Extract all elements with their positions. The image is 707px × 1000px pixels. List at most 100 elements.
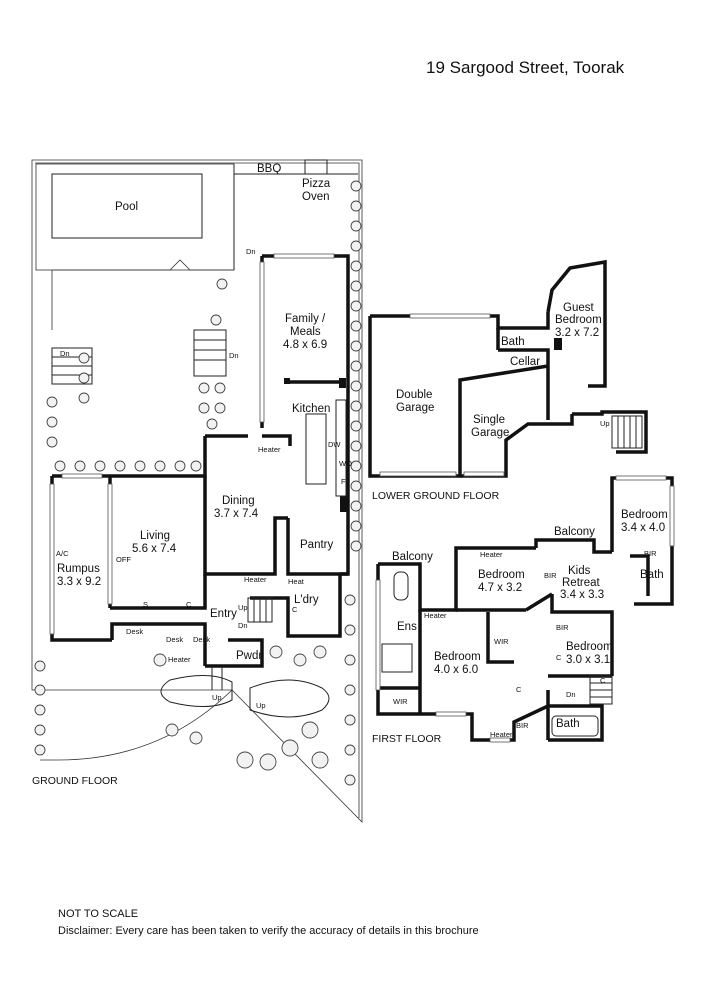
ff-south-wall (432, 704, 604, 742)
rumpus-west-wall (50, 476, 112, 642)
dining-wall (203, 476, 288, 576)
kids-retreat-label-2: Retreat (562, 577, 601, 589)
family-north-window (273, 253, 335, 259)
column-3 (340, 496, 347, 512)
bedroom3-north-window (615, 475, 667, 481)
cellar-label: Cellar (510, 356, 540, 368)
s-label-1: S (143, 600, 148, 609)
first-floor-label: FIRST FLOOR (372, 733, 442, 745)
garden-path-right (249, 679, 330, 718)
bedroom2-label: Bedroom (478, 569, 525, 581)
kids-north-wall (534, 538, 612, 554)
pool (51, 173, 203, 239)
wo-label: WO (339, 459, 352, 468)
ac-label: A/C (56, 549, 69, 558)
shower-ensuite (381, 643, 413, 673)
bath-upper-label: Bath (640, 569, 664, 581)
bedroom4-label: Bedroom (566, 641, 613, 653)
kitchen-island (305, 413, 327, 485)
guest-wall (546, 259, 607, 388)
ensuite-bath-wall (630, 554, 650, 596)
dn-label-2: Dn (229, 351, 239, 360)
heater-label-2: Heater (244, 575, 267, 584)
pool-label: Pool (115, 201, 138, 213)
entry-path (211, 666, 223, 690)
bedroom4-wall (550, 594, 614, 676)
pool-surround (35, 163, 235, 271)
f-label: F (341, 477, 346, 486)
garden-path-left (160, 674, 233, 708)
desk-wall (110, 622, 207, 666)
site-boundary-inner (35, 162, 360, 818)
ground-floor-plan (31, 159, 363, 823)
kitchen-label: Kitchen (292, 403, 330, 415)
bir-label-2: BIR (544, 571, 557, 580)
pantry-wall (286, 518, 348, 576)
dn-label-ff: Dn (566, 690, 576, 699)
bedroom2-south-wall (456, 592, 553, 612)
double-garage-label-2: Garage (396, 402, 434, 414)
family-label-1: Family / (285, 313, 326, 325)
ensuite-west-wall (376, 564, 432, 716)
living-dim: 5.6 x 7.4 (132, 543, 177, 555)
single-garage-label-1: Single (473, 414, 505, 426)
desk-label-3: Desk (193, 635, 210, 644)
bedroom1-dim: 4.0 x 6.0 (434, 664, 478, 676)
entry-stairs (247, 597, 273, 623)
rumpus-dim: 3.3 x 9.2 (57, 576, 101, 588)
wir-1-label: WIR (393, 697, 408, 706)
heat-label: Heat (288, 577, 305, 586)
heater-label-ff-3: Heater (490, 730, 513, 739)
property-address: 19 Sargood Street, Toorak (426, 58, 625, 77)
pizza-oven-label-2: Oven (302, 191, 330, 203)
heater-label-3: Heater (168, 655, 191, 664)
dn-label-4: Dn (238, 621, 248, 630)
rumpus-north-window (61, 473, 103, 479)
off-label: OFF (116, 555, 131, 564)
bathtub-ensuite (393, 571, 409, 601)
kitchen-bench (335, 399, 347, 497)
bedroom2-dim: 4.7 x 3.2 (478, 582, 522, 594)
pool-terrace (51, 259, 234, 330)
bedroom1-south-window (435, 711, 467, 717)
heater-label-ff-1: Heater (480, 550, 503, 559)
up-label-lg: Up (600, 419, 610, 428)
balcony-left-label: Balcony (392, 551, 433, 563)
bathtub-main (551, 715, 599, 737)
guest-bedroom-label-1: Guest (563, 302, 594, 314)
first-floor-stairs (589, 675, 613, 705)
up-label-2: Up (212, 693, 222, 702)
dn-label-3: Dn (246, 247, 256, 256)
wir-wall (486, 612, 514, 664)
powder-label: Pwdr (236, 650, 262, 662)
scale-note: NOT TO SCALE (58, 908, 139, 920)
guest-bath-label: Bath (501, 336, 525, 348)
ff-north-wall-left (378, 546, 536, 612)
desk-label-1: Desk (126, 627, 143, 636)
pantry-label: Pantry (300, 539, 333, 551)
ensuite-label: Ens (397, 621, 417, 633)
bedroom3-wall (610, 476, 674, 606)
guest-bedroom-dim: 3.2 x 7.2 (555, 327, 599, 339)
stair-wall (572, 410, 648, 454)
family-label-2: Meals (290, 326, 321, 338)
living-label: Living (140, 530, 170, 542)
kids-retreat-dim: 3.4 x 3.3 (560, 589, 604, 601)
c-label-ff-3: C (600, 676, 606, 685)
family-dim: 4.8 x 6.9 (283, 339, 327, 351)
single-garage-door (463, 471, 505, 477)
heater-label-ff-2: Heater (424, 611, 447, 620)
garage-window (409, 313, 491, 319)
dn-label-1: Dn (60, 349, 70, 358)
lg-column (554, 338, 562, 350)
laundry-wall (250, 574, 342, 638)
living-south-wall (110, 574, 207, 610)
powder-wall (205, 638, 264, 668)
bath-main-label: Bath (556, 718, 580, 730)
up-label-1: Up (238, 603, 248, 612)
balcony-right-label: Balcony (554, 526, 595, 538)
c-label-ground-2: C (186, 600, 192, 609)
lower-ground-floor-label: LOWER GROUND FLOOR (372, 490, 500, 502)
lower-ground-floor-plan (368, 259, 648, 478)
dining-north-wall (205, 434, 292, 446)
